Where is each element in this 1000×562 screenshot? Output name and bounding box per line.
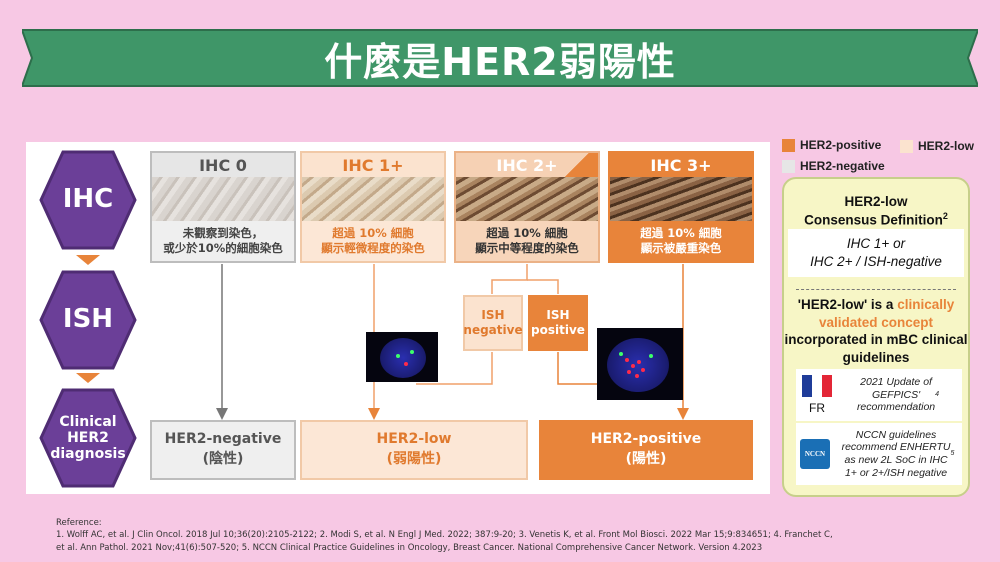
stage-ish-label: ISH — [62, 304, 114, 335]
ihc-3-label: IHC 3+ — [610, 153, 752, 177]
definition-title-line2: Consensus Definition — [804, 212, 943, 228]
legend-positive-label: HER2-positive — [800, 138, 882, 152]
diagnosis-low-sub: (弱陽性) — [386, 451, 442, 467]
legend-swatch-negative — [782, 159, 795, 173]
down-arrow-icon — [76, 373, 100, 383]
legend-negative-label: HER2-negative — [800, 159, 885, 173]
ihc-1-label: IHC 1+ — [302, 153, 444, 177]
ihc-3-column: IHC 3+ 超過 10% 細胞 顯示被嚴重染色 — [608, 151, 754, 263]
ihc-1-micrograph — [302, 177, 444, 221]
nccn-logo-icon: NCCN — [800, 439, 830, 469]
legend-low: HER2-low — [900, 139, 974, 153]
nccn-sup: 5 — [950, 449, 955, 457]
nccn-guideline-text: NCCN guidelines recommend ENHERTU as new… — [836, 423, 960, 485]
fr-sup: 4 — [935, 390, 940, 398]
stage-ihc: IHC — [39, 150, 137, 250]
legend-swatch-positive — [782, 138, 795, 152]
ihc-3-description: 超過 10% 細胞 顯示被嚴重染色 — [610, 221, 752, 261]
legend-swatch-low — [900, 139, 913, 153]
definition-title: HER2-low Consensus Definition2 — [784, 193, 968, 229]
ish-negative-micrograph — [366, 332, 438, 382]
diagnosis-positive-label: HER2-positive — [590, 431, 702, 448]
reference-block: Reference: 1. Wolff AC, et al. J Clin On… — [56, 517, 956, 554]
nccn-guideline-card: NCCN NCCN guidelines recommend ENHERTU a… — [796, 423, 962, 485]
fr-text: 2021 Update of GEFPICS' recommendation — [856, 376, 936, 414]
banner-shape — [22, 29, 978, 87]
definition-criteria: IHC 1+ or IHC 2+ / ISH-negative — [788, 229, 964, 277]
fr-guideline-card: FR 2021 Update of GEFPICS' recommendatio… — [796, 369, 962, 421]
statement-highlight: clinically validated concept — [818, 297, 955, 330]
reference-heading: Reference: — [56, 518, 102, 528]
diagnosis-negative-sub: (陰性) — [202, 451, 244, 467]
statement-pre: 'HER2-low' is a — [797, 297, 898, 312]
ihc-0-micrograph — [152, 177, 294, 221]
stage-clinical-label: Clinical HER2 diagnosis — [50, 413, 126, 463]
ihc-2-description: 超過 10% 細胞 顯示中等程度的染色 — [456, 221, 598, 261]
diagnosis-her2-positive: HER2-positive (陽性) — [539, 420, 753, 480]
ish-negative-box: ISH negative — [463, 295, 523, 351]
legend-low-label: HER2-low — [918, 139, 975, 153]
ihc-0-column: IHC 0 未觀察到染色， 或少於10%的細胞染色 — [150, 151, 296, 263]
legend-negative: HER2-negative — [782, 159, 885, 173]
ihc-0-description: 未觀察到染色， 或少於10%的細胞染色 — [152, 221, 294, 261]
ihc-1-column: IHC 1+ 超過 10% 細胞 顯示輕微程度的染色 — [300, 151, 446, 263]
ish-positive-micrograph — [597, 328, 683, 400]
diagnosis-her2-negative: HER2-negative (陰性) — [150, 420, 296, 480]
dashed-divider — [796, 289, 956, 290]
reference-line-1: 1. Wolff AC, et al. J Clin Oncol. 2018 J… — [56, 530, 833, 541]
her2-diagnosis-figure: IHC ISH Clinical HER2 diagnosis IHC 0 未觀… — [26, 142, 770, 494]
ihc-2-label: IHC 2+ — [456, 153, 598, 177]
definition-title-line1: HER2-low — [844, 194, 908, 209]
france-flag-icon — [802, 375, 832, 397]
nccn-text: NCCN guidelines recommend ENHERTU as new… — [841, 428, 951, 479]
statement-post: incorporated in mBC clinical guidelines — [784, 332, 968, 365]
down-arrow-icon — [76, 255, 100, 265]
ihc-2-micrograph — [456, 177, 598, 221]
diagnosis-positive-sub: (陽性) — [625, 451, 667, 467]
diagnosis-low-label: HER2-low — [376, 431, 452, 448]
stage-ish: ISH — [39, 270, 137, 370]
definition-statement: 'HER2-low' is a clinically validated con… — [784, 296, 968, 366]
legend-positive: HER2-positive — [782, 138, 881, 152]
diagnosis-her2-low: HER2-low (弱陽性) — [300, 420, 528, 480]
definition-title-sup: 2 — [942, 210, 948, 221]
ihc-3-micrograph — [610, 177, 752, 221]
ihc-0-label: IHC 0 — [152, 153, 294, 177]
stage-ihc-label: IHC — [62, 184, 114, 215]
reference-line-2: et al. Ann Pathol. 2021 Nov;41(6):507-52… — [56, 542, 763, 553]
her2-low-definition-box: HER2-low Consensus Definition2 IHC 1+ or… — [782, 177, 970, 497]
fr-label: FR — [809, 401, 825, 415]
ihc-2-column: IHC 2+ 超過 10% 細胞 顯示中等程度的染色 — [454, 151, 600, 263]
ihc-1-description: 超過 10% 細胞 顯示輕微程度的染色 — [302, 221, 444, 261]
page-title: 什麼是HER2弱陽性 — [324, 39, 676, 84]
stage-clinical: Clinical HER2 diagnosis — [39, 388, 137, 488]
ish-positive-box: ISH positive — [528, 295, 588, 351]
diagnosis-negative-label: HER2-negative — [164, 431, 282, 448]
title-banner: 什麼是HER2弱陽性 — [22, 22, 978, 94]
